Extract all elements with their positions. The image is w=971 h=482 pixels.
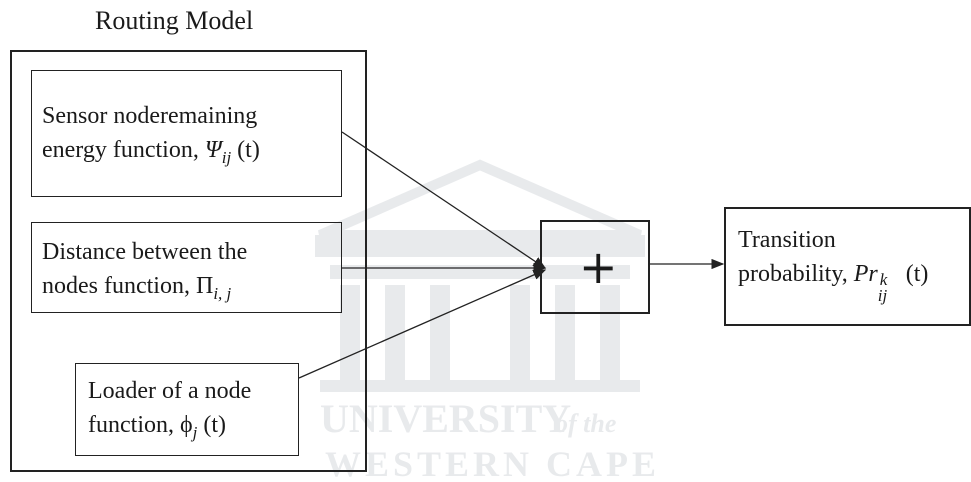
phi-subscript: j	[192, 423, 198, 442]
distance-line1: Distance between the	[42, 239, 248, 265]
routing-model-title: Routing Model	[95, 6, 254, 35]
distance-line2-prefix: nodes function,	[42, 273, 196, 299]
psi-symbol: Ψ	[204, 137, 222, 163]
pi-symbol: Π	[195, 273, 214, 299]
output-line2-prefix: probability,	[738, 261, 854, 287]
arrow-energy-to-sum	[341, 131, 547, 269]
loader-function-box: Loader of a node function, ϕj (t)	[75, 363, 299, 456]
pi-subscript: i, j	[213, 284, 232, 303]
loader-line1: Loader of a node	[88, 378, 252, 404]
arrow-loader-to-sum	[298, 269, 547, 379]
loader-line2-prefix: function,	[88, 412, 180, 438]
pr-superscript: k	[879, 270, 888, 289]
energy-function-box: Sensor noderemaining energy function, Ψi…	[31, 70, 342, 197]
university-watermark: UNIVERSITY of the WESTERN CAPE	[315, 159, 660, 480]
phi-symbol: ϕ	[179, 412, 193, 438]
watermark-line1-suffix: of the	[555, 409, 616, 438]
watermark-line1: UNIVERSITY	[320, 396, 571, 441]
pr-symbol: Pr	[853, 261, 878, 287]
phi-argument: (t)	[197, 412, 227, 438]
routing-model-box	[10, 50, 367, 472]
output-line1: Transition	[738, 227, 836, 253]
plus-icon: +	[579, 240, 618, 294]
distance-function-box: Distance between the nodes function, Πi,…	[31, 222, 342, 313]
psi-subscript: ij	[221, 148, 232, 167]
energy-line2-prefix: energy function,	[42, 137, 205, 163]
psi-argument: (t)	[231, 137, 260, 163]
watermark-line2: WESTERN CAPE	[325, 444, 660, 480]
pr-argument: (t)	[899, 261, 929, 287]
pr-subscript: ij	[877, 286, 888, 305]
energy-line1: Sensor noderemaining	[42, 103, 258, 129]
